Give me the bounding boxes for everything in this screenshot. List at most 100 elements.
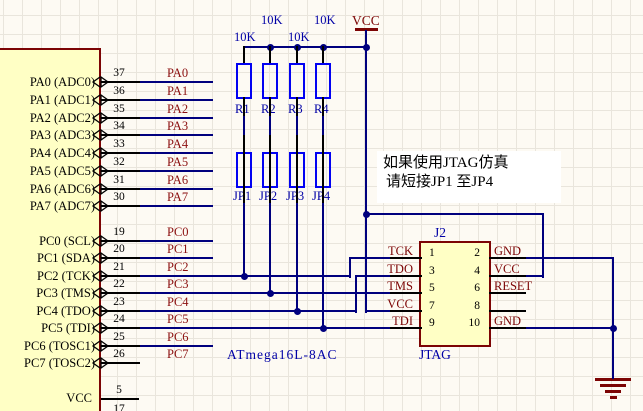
connector-pin-stub[interactable] — [489, 275, 526, 277]
wire[interactable] — [269, 203, 271, 294]
wire-pc5[interactable] — [140, 327, 391, 329]
jumper-lead[interactable] — [269, 187, 271, 205]
wire-tdo-riser[interactable] — [355, 275, 357, 313]
wire-pc4[interactable] — [140, 310, 356, 312]
pin-stub[interactable] — [101, 398, 139, 400]
net-label-vcc: VCC — [494, 262, 520, 276]
pin-stub[interactable] — [101, 345, 140, 347]
connector-designator: J2 — [434, 225, 447, 240]
resistor-lead[interactable] — [296, 97, 298, 118]
connector-pin-stub[interactable] — [390, 327, 422, 329]
net-label-pa6: PA6 — [167, 173, 189, 187]
wire-tck-riser[interactable] — [349, 257, 351, 278]
wire-gnd[interactable] — [526, 257, 614, 259]
ic-part-number: ATmega16L-8AC — [227, 347, 338, 362]
resistor-lead[interactable] — [269, 97, 271, 118]
pin-stub[interactable] — [101, 275, 140, 277]
connector-pin-stub[interactable] — [390, 310, 422, 312]
resistor-lead[interactable] — [269, 46, 271, 64]
resistor-lead[interactable] — [296, 46, 298, 64]
pin-stub[interactable] — [101, 188, 140, 190]
connector-pin-stub[interactable] — [489, 310, 526, 312]
jumper-lead[interactable] — [296, 135, 298, 153]
wire-pa3[interactable] — [140, 134, 213, 136]
pin-stub[interactable] — [101, 117, 140, 119]
pin-stub[interactable] — [101, 152, 140, 154]
jumper-lead[interactable] — [296, 152, 298, 187]
wire[interactable] — [243, 116, 245, 137]
pin-stub[interactable] — [101, 205, 140, 207]
wire-pc1[interactable] — [140, 257, 213, 259]
resistor-lead[interactable] — [243, 97, 245, 118]
wire-pa0[interactable] — [140, 81, 213, 83]
jumper-lead[interactable] — [243, 152, 245, 187]
pin-stub[interactable] — [101, 99, 140, 101]
resistor-lead[interactable] — [243, 46, 245, 64]
wire-tdo[interactable] — [356, 275, 391, 277]
wire-gnd[interactable] — [526, 327, 614, 329]
connector-pin-stub[interactable] — [489, 292, 526, 294]
jumper-lead[interactable] — [296, 187, 298, 205]
pin-stub[interactable] — [101, 134, 140, 136]
wire-pa1[interactable] — [140, 99, 213, 101]
wire-tck[interactable] — [350, 257, 391, 259]
jumper-lead[interactable] — [243, 135, 245, 153]
jumper-lead[interactable] — [322, 135, 324, 153]
wire[interactable] — [296, 116, 298, 137]
ic-pin-name-pa3: PA3 (ADC3) — [29, 128, 95, 142]
resistor-r1[interactable] — [236, 63, 252, 99]
wire-pa5[interactable] — [140, 170, 213, 172]
connector-pin-stub[interactable] — [489, 257, 526, 259]
jumper-lead[interactable] — [243, 187, 245, 205]
connector-pin-stub[interactable] — [390, 275, 422, 277]
jtag-header-body[interactable] — [419, 241, 491, 347]
ic-pin-name-pa7: PA7 (ADC7) — [29, 199, 95, 213]
vcc-rail[interactable] — [244, 46, 367, 48]
net-label-pc4: PC4 — [167, 295, 189, 309]
connector-pin-stub[interactable] — [489, 327, 526, 329]
vcc-feed-drop[interactable] — [542, 213, 544, 278]
wire[interactable] — [296, 203, 298, 312]
wire-vcc[interactable] — [526, 275, 544, 277]
pin-stub[interactable] — [101, 292, 140, 294]
jumper-lead[interactable] — [269, 152, 271, 187]
wire[interactable] — [322, 116, 324, 137]
pin-stub[interactable] — [101, 327, 140, 329]
wire-vcc[interactable] — [365, 310, 391, 312]
jumper-lead[interactable] — [269, 135, 271, 153]
connector-pin-stub[interactable] — [390, 292, 422, 294]
vcc-feed[interactable] — [366, 213, 544, 215]
wire[interactable] — [322, 203, 324, 329]
wire[interactable] — [269, 116, 271, 137]
resistor-r4[interactable] — [315, 63, 331, 99]
wire-pa4[interactable] — [140, 152, 213, 154]
wire-pc6[interactable] — [140, 345, 213, 347]
resistor-r3[interactable] — [289, 63, 305, 99]
wire-pa7[interactable] — [140, 205, 213, 207]
ic-pin-name-pc1: PC1 (SDA) — [37, 251, 95, 265]
resistor-r2[interactable] — [262, 63, 278, 99]
jumper-lead[interactable] — [322, 187, 324, 205]
wire-pa6[interactable] — [140, 188, 213, 190]
wire-pc3[interactable] — [140, 292, 391, 294]
wire-gnd-drop[interactable] — [612, 257, 614, 379]
pin-stub[interactable] — [101, 257, 140, 259]
connector-pin-number: 8 — [474, 300, 480, 312]
note-box[interactable]: 如果使用JTAG仿真 请短接JP1 至JP4 — [377, 151, 561, 203]
resistor-lead[interactable] — [322, 46, 324, 64]
wire[interactable] — [243, 203, 245, 277]
vcc-stem[interactable] — [365, 30, 367, 313]
connector-pin-stub[interactable] — [390, 257, 422, 259]
jumper-lead[interactable] — [322, 152, 324, 187]
wire-pa2[interactable] — [140, 117, 213, 119]
wire-pc0[interactable] — [140, 240, 213, 242]
net-label-tck: TCK — [388, 244, 413, 258]
pin-stub[interactable] — [101, 170, 140, 172]
ic-atmega16-body[interactable] — [0, 48, 101, 411]
pin-stub[interactable] — [101, 362, 140, 364]
resistor-value: 10K — [261, 13, 283, 27]
pin-stub[interactable] — [101, 310, 140, 312]
pin-stub[interactable] — [101, 81, 140, 83]
pin-stub[interactable] — [101, 240, 140, 242]
resistor-lead[interactable] — [322, 97, 324, 118]
